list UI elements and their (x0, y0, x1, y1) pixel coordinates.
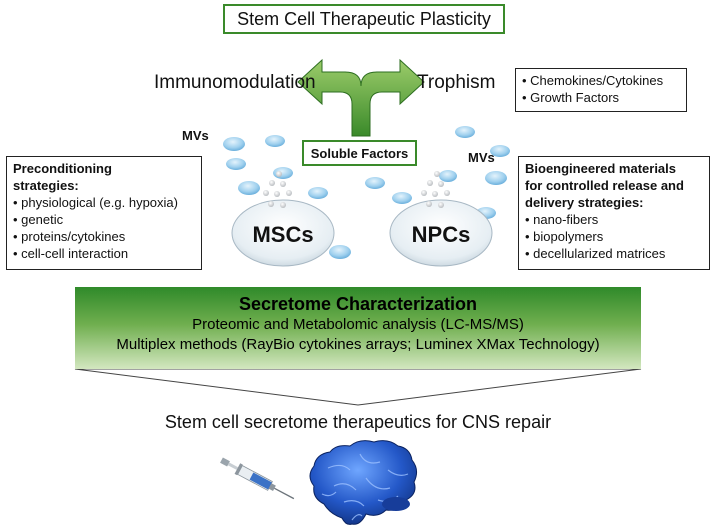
list-item: biopolymers (525, 228, 703, 245)
preconditioning-list: physiological (e.g. hypoxia) genetic pro… (13, 194, 195, 262)
vesicle-group (223, 126, 510, 259)
vesicle (485, 171, 507, 185)
down-arrow-icon (74, 368, 642, 406)
vesicle (455, 126, 475, 138)
list-item: cell-cell interaction (13, 245, 195, 262)
list-item: proteins/cytokines (13, 228, 195, 245)
immunomodulation-label: Immunomodulation (154, 72, 316, 93)
npc-label: NPCs (411, 222, 471, 247)
bioengineered-heading-1: Bioengineered materials (525, 161, 676, 176)
preconditioning-box: Preconditioning strategies: physiologica… (6, 156, 202, 270)
npc-cell (389, 171, 493, 267)
secretome-line-1: Proteomic and Metabolomic analysis (LC-M… (192, 316, 524, 333)
msc-label: MSCs (252, 222, 314, 247)
vesicle (308, 187, 328, 199)
trophism-label: Trophism (417, 72, 496, 93)
bioengineered-heading-2: for controlled release and (525, 178, 684, 193)
syringe-icon (220, 457, 295, 500)
list-item: Chemokines/Cytokines (522, 72, 680, 89)
secretome-line-2: Multiplex methods (RayBio cytokines arra… (116, 336, 600, 353)
secretome-banner: Secretome Characterization Proteomic and… (75, 287, 641, 369)
bioengineered-list: nano-fibers biopolymers decellularized m… (525, 211, 703, 262)
list-item: genetic (13, 211, 195, 228)
mvs-label-right: MVs (468, 150, 495, 165)
brain-icon (309, 440, 418, 525)
list-item: nano-fibers (525, 211, 703, 228)
vesicle (265, 135, 285, 147)
preconditioning-heading-2: strategies: (13, 178, 79, 193)
preconditioning-heading-1: Preconditioning (13, 161, 112, 176)
vesicle (238, 181, 260, 195)
vesicle (226, 158, 246, 170)
vesicle (329, 245, 351, 259)
list-item: Growth Factors (522, 89, 680, 106)
list-item: physiological (e.g. hypoxia) (13, 194, 195, 211)
title-box: Stem Cell Therapeutic Plasticity (223, 4, 505, 34)
vesicle (365, 177, 385, 189)
soluble-factors-box: Soluble Factors (302, 140, 417, 166)
page-title: Stem Cell Therapeutic Plasticity (237, 8, 491, 29)
vesicle (490, 145, 510, 157)
mvs-label-left: MVs (182, 128, 209, 143)
outcome-text: Stem cell secretome therapeutics for CNS… (164, 412, 552, 432)
soluble-factors-label: Soluble Factors (310, 145, 409, 161)
msc-cell (231, 171, 335, 267)
trophism-box: Chemokines/Cytokines Growth Factors (515, 68, 687, 112)
split-arrow-icon (297, 58, 425, 137)
bioengineered-heading-3: delivery strategies: (525, 195, 644, 210)
bioengineered-box: Bioengineered materials for controlled r… (518, 156, 710, 270)
list-item: decellularized matrices (525, 245, 703, 262)
vesicle (223, 137, 245, 151)
vesicle (392, 192, 412, 204)
vesicle (273, 167, 293, 179)
secretome-title: Secretome Characterization (238, 294, 478, 314)
vesicle (439, 170, 457, 182)
trophism-list: Chemokines/Cytokines Growth Factors (522, 72, 680, 106)
